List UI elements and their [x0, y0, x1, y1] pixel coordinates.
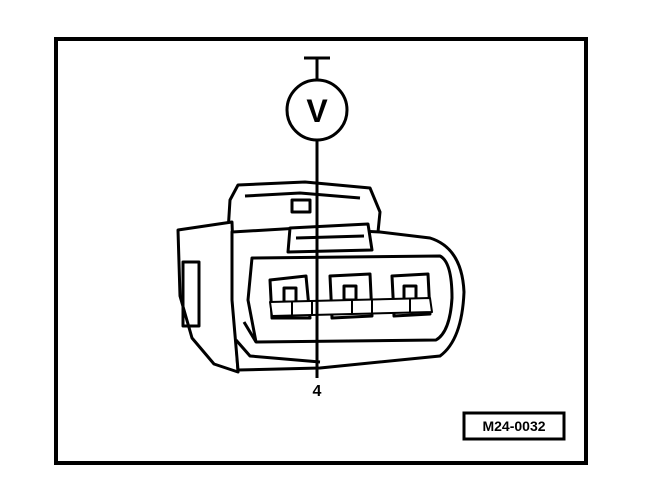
voltmeter-icon: V [285, 78, 349, 142]
pin-number-label: 4 [313, 383, 322, 400]
figure-code-label: M24-0032 [482, 418, 545, 434]
figure-code-box [462, 411, 566, 441]
ground-symbol-icon [304, 56, 330, 80]
meter-symbol-label: V [306, 93, 328, 129]
